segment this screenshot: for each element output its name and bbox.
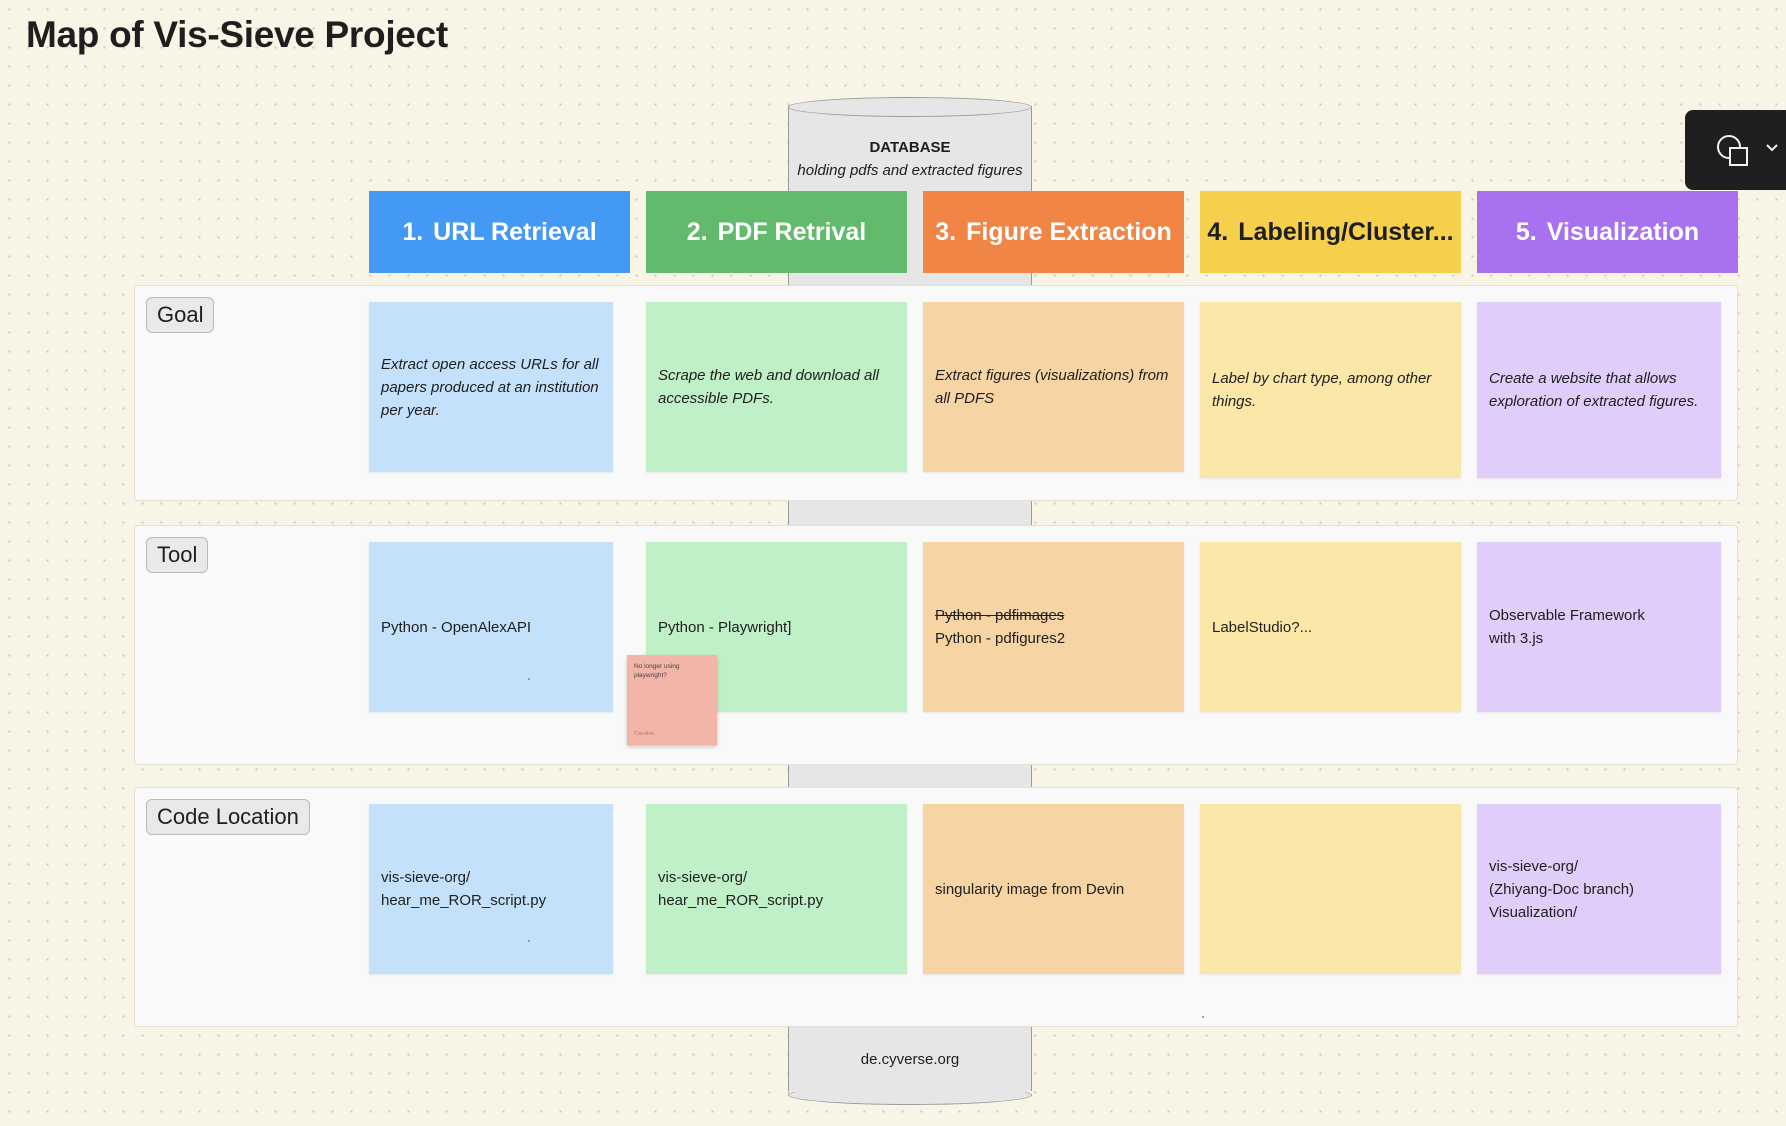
code-location-lane-label[interactable]: Code Location <box>146 799 310 835</box>
goal-note-pdf-retrieval[interactable]: Scrape the web and download all accessib… <box>646 302 907 472</box>
goal-note-url-retrieval[interactable]: Extract open access URLs for all papers … <box>369 302 613 472</box>
tool-note-visualization[interactable]: Observable Framework with 3.js <box>1477 542 1721 712</box>
stage-header-labeling[interactable]: 4. Labeling/Cluster... <box>1200 191 1461 273</box>
note-text: Observable Framework with 3.js <box>1489 607 1645 647</box>
note-text: Label by chart type, among other things. <box>1212 370 1432 410</box>
struck-text: Python - pdfimages <box>935 607 1065 624</box>
stage-title: Visualization <box>1546 217 1700 246</box>
note-text: LabelStudio?... <box>1212 618 1313 636</box>
goal-note-visualization[interactable]: Create a website that allows exploration… <box>1477 302 1721 478</box>
stage-number: 1. <box>402 217 424 246</box>
stage-title: PDF Retrival <box>717 217 867 246</box>
code-note-url-retrieval[interactable]: vis-sieve-org/ hear_me_ROR_script.py <box>369 804 613 974</box>
note-text: Create a website that allows exploration… <box>1489 370 1699 410</box>
page-title: Map of Vis-Sieve Project <box>26 14 448 55</box>
stage-header-pdf-retrieval[interactable]: 2. PDF Retrival <box>646 191 907 273</box>
database-footer: de.cyverse.org <box>860 1051 960 1068</box>
database-heading: DATABASE <box>869 139 951 156</box>
stray-dot <box>528 678 530 680</box>
note-text: vis-sieve-org/ hear_me_ROR_script.py <box>658 869 824 909</box>
note-text: Scrape the web and download all accessib… <box>658 367 879 407</box>
database-cylinder-bottom <box>788 1085 1032 1105</box>
note-text: Python - pdfimages Python - pdfigures2 <box>935 604 1065 650</box>
note-text: vis-sieve-org/ (Zhiyang-Doc branch) Visu… <box>1489 857 1635 921</box>
note-text: Python - Playwright] <box>658 618 792 636</box>
note-text: Extract figures (visualizations) from al… <box>935 367 1169 407</box>
stage-title: Labeling/Cluster... <box>1238 217 1454 246</box>
database-subtitle: holding pdfs and extracted figures <box>797 162 1023 179</box>
comment-sticky-note[interactable]: No longer using playwright? Caroline <box>627 655 717 745</box>
code-note-labeling[interactable] <box>1200 804 1461 974</box>
shapes-icon[interactable] <box>1715 134 1753 175</box>
stray-dot <box>528 940 530 942</box>
chevron-down-icon[interactable] <box>1765 140 1779 158</box>
tool-note-figure-extraction[interactable]: Python - pdfimages Python - pdfigures2 <box>923 542 1184 712</box>
shape-toolbar[interactable] <box>1685 110 1786 190</box>
database-label: DATABASE holding pdfs and extracted figu… <box>788 136 1032 182</box>
code-note-pdf-retrieval[interactable]: vis-sieve-org/ hear_me_ROR_script.py <box>646 804 907 974</box>
note-text: vis-sieve-org/ hear_me_ROR_script.py <box>381 869 547 909</box>
note-text: Extract open access URLs for all papers … <box>381 355 599 419</box>
tool-lane-label[interactable]: Tool <box>146 537 209 573</box>
goal-note-labeling[interactable]: Label by chart type, among other things. <box>1200 302 1461 478</box>
stage-title: Figure Extraction <box>966 217 1172 246</box>
tool-note-url-retrieval[interactable]: Python - OpenAlexAPI <box>369 542 613 712</box>
stage-number: 2. <box>686 217 708 246</box>
tool-note-labeling[interactable]: LabelStudio?... <box>1200 542 1461 712</box>
comment-text: No longer using playwright? <box>634 663 680 679</box>
code-note-figure-extraction[interactable]: singularity image from Devin <box>923 804 1184 974</box>
stage-number: 5. <box>1515 217 1537 246</box>
stage-title: URL Retrieval <box>433 217 597 246</box>
stage-header-figure-extraction[interactable]: 3. Figure Extraction <box>923 191 1184 273</box>
note-text: singularity image from Devin <box>935 880 1125 898</box>
goal-note-figure-extraction[interactable]: Extract figures (visualizations) from al… <box>923 302 1184 472</box>
goal-lane-label[interactable]: Goal <box>146 297 215 333</box>
stage-header-url-retrieval[interactable]: 1. URL Retrieval <box>369 191 630 273</box>
database-cylinder-top <box>788 97 1032 117</box>
current-text: Python - pdfigures2 <box>935 630 1066 647</box>
note-text: Python - OpenAlexAPI <box>381 618 532 636</box>
code-note-visualization[interactable]: vis-sieve-org/ (Zhiyang-Doc branch) Visu… <box>1477 804 1721 974</box>
stage-number: 4. <box>1207 217 1229 246</box>
comment-author: Caroline <box>634 731 655 737</box>
stage-header-visualization[interactable]: 5. Visualization <box>1477 191 1738 273</box>
stage-number: 3. <box>935 217 957 246</box>
stray-dot <box>1202 1016 1204 1018</box>
